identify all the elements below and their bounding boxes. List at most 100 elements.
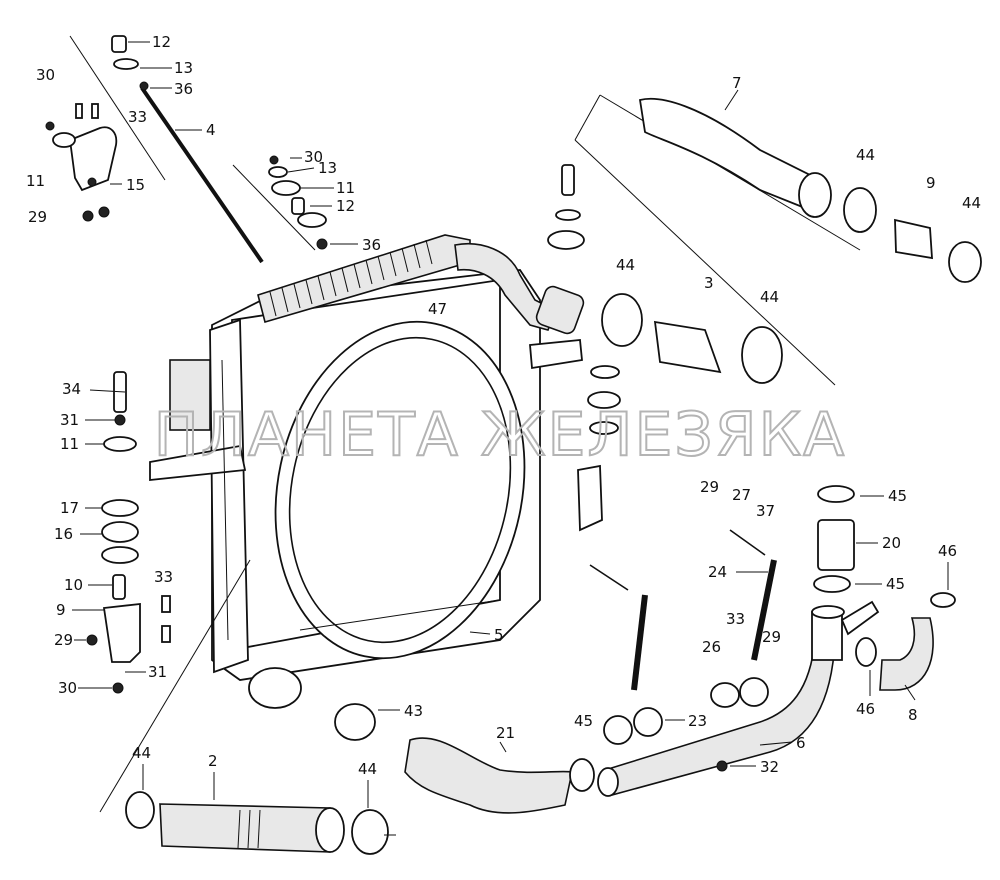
callout-label: 46 [938,542,957,560]
callout-label: 5 [494,626,504,644]
washer-31 [114,414,126,426]
callout-label: 17 [60,499,79,517]
callout-label: 8 [908,706,918,724]
washer-11 [103,436,137,452]
callout-label: 9 [926,174,936,192]
shroud-bottom-bar [299,599,501,631]
clamp-44-e [125,791,155,829]
pipe-7 [638,97,822,212]
clamp-44-a [843,187,877,233]
radiator-assembly [149,234,585,709]
tee-side-outlet [840,600,880,636]
callout-label: 12 [336,197,355,215]
callout-label: 11 [60,435,79,453]
callout-label: 23 [688,712,707,730]
callout-label: 11 [336,179,355,197]
leader-2 [99,559,251,813]
hose-21 [404,737,573,814]
tie-rod-4 [140,86,264,264]
callout-label: 31 [148,663,167,681]
sleeve-20 [817,519,855,571]
radiator-left-bracket [209,318,249,674]
cushion-16 [101,521,139,543]
callout-label: 45 [886,575,905,593]
bottom-outlet [248,667,302,709]
clamp-45-a [817,485,855,503]
callout-label: 13 [174,59,193,77]
watermark-text: ПЛАНЕТА ЖЕЛЕЗЯКА [154,400,846,470]
tie-rod-group [45,35,264,264]
nut-29-right [98,206,110,218]
callout-label: 29 [54,631,73,649]
callout-label: 15 [126,176,145,194]
bracket-9 [102,602,141,663]
callout-label: 34 [62,380,81,398]
pipe-6-end [597,767,619,797]
clamp-26 [710,682,740,708]
callout-label: 26 [702,638,721,656]
callout-labels: 12 13 36 4 30 33 11 15 29 30 13 11 12 36… [26,33,981,778]
callout-label: 47 [428,300,447,318]
clamp-43 [334,703,376,741]
hole [87,177,97,187]
pipe-2-group [99,559,389,855]
right-mount-plate [529,339,583,370]
sleeve-10 [112,574,126,600]
callout-label: 30 [36,66,55,84]
callout-label: 44 [962,194,981,212]
callout-label: 36 [174,80,193,98]
rod-27-b [589,564,629,591]
clamp-44-b [948,241,982,283]
callout-label: 44 [760,288,779,306]
clamp-23 [633,707,663,737]
clamp-44-f [351,809,389,855]
nut-30 [112,682,124,694]
callout-label: 4 [206,121,216,139]
callout-label: 33 [154,568,173,586]
callout-label: 32 [760,758,779,776]
callout-label: 12 [152,33,171,51]
part-36-top [139,81,149,91]
rod-24 [751,559,777,661]
callout-label: 3 [704,274,714,292]
bracket-right [577,464,603,532]
callout-label: 7 [732,74,742,92]
leader-7-bracket-c [599,94,861,251]
pipe-3 [653,320,722,374]
pipe-7-end [798,172,832,218]
bolt-a [75,103,83,119]
callout-label: 45 [888,487,907,505]
rod-27 [729,529,766,556]
callout-label: 20 [882,534,901,552]
callout-label: 10 [64,576,83,594]
clamp-45-low [569,758,595,792]
callout-label: 30 [58,679,77,697]
callout-label: 46 [856,700,875,718]
washer-11-left [52,132,76,148]
clamp-44-d [741,326,783,384]
clamp-46-top [930,592,956,608]
clamp-45-c [603,715,633,745]
leader-7-bracket-a [574,94,601,141]
callout-label: 33 [128,108,147,126]
clamp-29 [739,677,769,707]
side-rail [221,359,229,641]
clamp-44-c [601,293,643,347]
callout-label: 29 [28,208,47,226]
callout-label: 44 [616,256,635,274]
center-mount-stack [232,155,328,251]
nut-29-left [82,210,94,222]
fan-shroud-inner [288,336,512,644]
cushion-17 [101,499,139,517]
bolt-33-a [161,595,171,613]
fan-shroud-ring [274,320,526,660]
callout-label: 9 [56,601,66,619]
callout-label: 16 [54,525,73,543]
lower-hose-group [334,464,956,814]
callout-label: 37 [756,502,775,520]
callout-label: 21 [496,724,515,742]
bolt-33-b [161,625,171,643]
leader-7-bracket-b [574,139,836,386]
callout-label: 6 [796,734,806,752]
leader-frame [69,35,166,181]
